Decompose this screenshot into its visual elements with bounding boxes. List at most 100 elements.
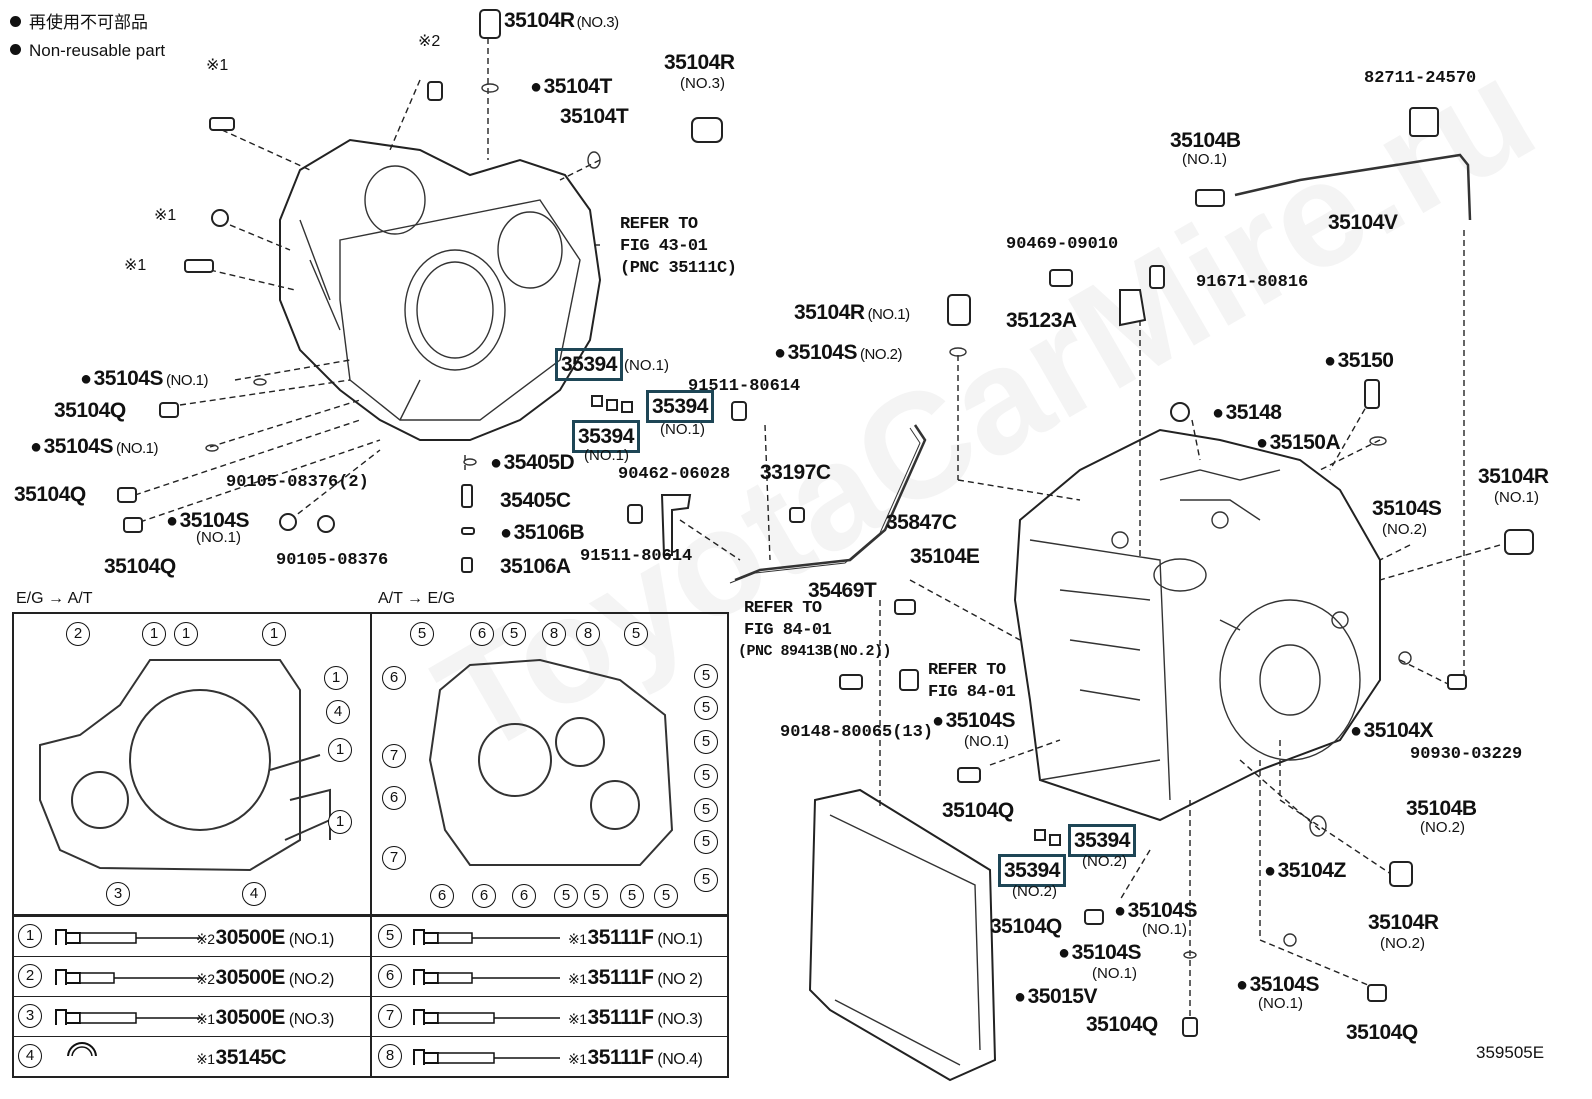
refer-note[interactable]: FIG 84-01 xyxy=(928,683,1016,702)
bolt-callout[interactable]: 1 xyxy=(142,622,166,646)
part-label[interactable]: 35405D xyxy=(490,452,575,473)
part-label[interactable]: 35104Q xyxy=(54,399,126,422)
part-label[interactable]: 35847C xyxy=(886,511,957,534)
bolt-callout[interactable]: 1 xyxy=(328,810,352,834)
bolt-callout[interactable]: 5 xyxy=(624,622,648,646)
part-label[interactable]: 35104S(NO.2) xyxy=(774,342,903,363)
part-label[interactable]: 35104Q xyxy=(1346,1021,1418,1044)
bolt-callout[interactable]: 4 xyxy=(242,882,266,906)
bolt-callout[interactable]: 1 xyxy=(328,738,352,762)
bolt-callout[interactable]: 6 xyxy=(472,884,496,908)
bolt-cell-right[interactable]: 8※135111F (NO.4) xyxy=(372,1037,728,1077)
bolt-cell-right[interactable]: 5※135111F (NO.1) xyxy=(372,917,728,957)
refer-note[interactable]: REFER TO xyxy=(928,661,1006,680)
part-label[interactable]: 35104B xyxy=(1170,129,1241,152)
bolt-callout[interactable]: 5 xyxy=(694,664,718,688)
part-label[interactable]: 90930-03229 xyxy=(1410,745,1523,764)
part-label[interactable]: 35405C xyxy=(500,489,571,512)
part-label[interactable]: 90462-06028 xyxy=(618,465,731,484)
part-label[interactable]: 90105-08376(2) xyxy=(226,473,369,492)
bolt-callout[interactable]: 6 xyxy=(382,666,406,690)
bolt-cell-left[interactable]: 2※230500E (NO.2) xyxy=(14,957,370,997)
bolt-callout[interactable]: 5 xyxy=(694,830,718,854)
bolt-callout[interactable]: 1 xyxy=(324,666,348,690)
part-label[interactable]: 35015V xyxy=(1014,986,1098,1007)
part-label[interactable]: 35104R(NO.1) xyxy=(794,301,910,324)
part-label[interactable]: 35104S(NO.1) xyxy=(80,368,209,389)
bolt-callout[interactable]: 5 xyxy=(654,884,678,908)
part-label[interactable]: 35104Q xyxy=(104,555,176,578)
bolt-callout[interactable]: 6 xyxy=(512,884,536,908)
bolt-callout[interactable]: 1 xyxy=(262,622,286,646)
bolt-callout[interactable]: 8 xyxy=(576,622,600,646)
part-label[interactable]: 35104R(NO.3) xyxy=(504,9,619,32)
part-label[interactable]: 35106A xyxy=(500,555,571,578)
bolt-callout[interactable]: 5 xyxy=(554,884,578,908)
part-label[interactable]: 91671-80816 xyxy=(1196,273,1309,292)
bolt-cell-left[interactable]: 3※130500E (NO.3) xyxy=(14,997,370,1037)
part-label[interactable]: 35104X xyxy=(1350,720,1434,741)
bolt-callout[interactable]: 5 xyxy=(694,696,718,720)
part-label-highlight[interactable]: 35394 xyxy=(998,854,1066,887)
part-label[interactable]: 35150A xyxy=(1256,432,1341,453)
part-label[interactable]: 35104S xyxy=(1236,974,1320,995)
bolt-callout[interactable]: 5 xyxy=(584,884,608,908)
part-label[interactable]: 90148-80065(13) xyxy=(780,723,934,742)
part-label[interactable]: 90469-09010 xyxy=(1006,235,1119,254)
part-label[interactable]: 35106B xyxy=(500,522,585,543)
bolt-callout[interactable]: 5 xyxy=(694,868,718,892)
bolt-callout[interactable]: 5 xyxy=(694,730,718,754)
part-label[interactable]: 35148 xyxy=(1212,402,1282,423)
refer-note[interactable]: FIG 43-01 xyxy=(620,237,708,256)
part-label[interactable]: 35104T xyxy=(530,76,613,97)
part-label[interactable]: 35104E xyxy=(910,545,980,568)
part-label[interactable]: 35469T xyxy=(808,579,877,602)
part-label[interactable]: 33197C xyxy=(760,461,831,484)
bolt-cell-left[interactable]: 1※230500E (NO.1) xyxy=(14,917,370,957)
bolt-callout[interactable]: 6 xyxy=(382,786,406,810)
part-label[interactable]: 35104T xyxy=(560,105,629,128)
part-label[interactable]: 35104Q xyxy=(1086,1013,1158,1036)
refer-note[interactable]: REFER TO xyxy=(620,215,698,234)
part-label[interactable]: 35104S xyxy=(166,510,250,531)
bolt-callout[interactable]: 8 xyxy=(542,622,566,646)
refer-note[interactable]: REFER TO xyxy=(744,599,822,618)
bolt-callout[interactable]: 7 xyxy=(382,846,406,870)
bolt-callout[interactable]: 5 xyxy=(620,884,644,908)
bolt-callout[interactable]: 6 xyxy=(470,622,494,646)
bolt-callout[interactable]: 5 xyxy=(410,622,434,646)
part-label[interactable]: 35104Q xyxy=(14,483,86,506)
bolt-callout[interactable]: 1 xyxy=(174,622,198,646)
part-label[interactable]: 35104S xyxy=(1058,942,1142,963)
part-label[interactable]: 91511-80614 xyxy=(580,547,693,566)
part-label[interactable]: 35104R xyxy=(1478,465,1549,488)
part-label-highlight[interactable]: 35394 xyxy=(646,390,714,423)
bolt-callout[interactable]: 5 xyxy=(694,798,718,822)
part-label[interactable]: 35104R xyxy=(1368,911,1439,934)
bolt-callout[interactable]: 2 xyxy=(66,622,90,646)
part-label[interactable]: 35104S xyxy=(1372,497,1442,520)
refer-note[interactable]: (PNC 89413B(NO.2)) xyxy=(738,643,892,660)
part-label[interactable]: 82711-24570 xyxy=(1364,69,1477,88)
bolt-callout[interactable]: 5 xyxy=(502,622,526,646)
part-label[interactable]: 35104V xyxy=(1328,211,1398,234)
part-label[interactable]: 35150 xyxy=(1324,350,1394,371)
part-label[interactable]: 35104S xyxy=(932,710,1016,731)
bolt-callout[interactable]: 4 xyxy=(326,700,350,724)
part-label[interactable]: 35123A xyxy=(1006,309,1077,332)
refer-note[interactable]: (PNC 35111C) xyxy=(620,259,737,278)
part-label[interactable]: 35104R xyxy=(664,51,735,74)
part-label-highlight[interactable]: 35394 xyxy=(1068,824,1136,857)
bolt-cell-right[interactable]: 7※135111F (NO.3) xyxy=(372,997,728,1037)
refer-note[interactable]: FIG 84-01 xyxy=(744,621,832,640)
part-label[interactable]: 35104S(NO.1) xyxy=(30,436,159,457)
part-label[interactable]: 35104Q xyxy=(990,915,1062,938)
part-label[interactable]: 35104B xyxy=(1406,797,1477,820)
bolt-cell-right[interactable]: 6※135111F (NO 2) xyxy=(372,957,728,997)
part-label-highlight[interactable]: 35394 xyxy=(555,348,623,381)
bolt-callout[interactable]: 3 xyxy=(106,882,130,906)
part-label[interactable]: 35104S xyxy=(1114,900,1198,921)
part-label[interactable]: 35104Z xyxy=(1264,860,1347,881)
bolt-callout[interactable]: 7 xyxy=(382,744,406,768)
part-label[interactable]: 90105-08376 xyxy=(276,551,389,570)
